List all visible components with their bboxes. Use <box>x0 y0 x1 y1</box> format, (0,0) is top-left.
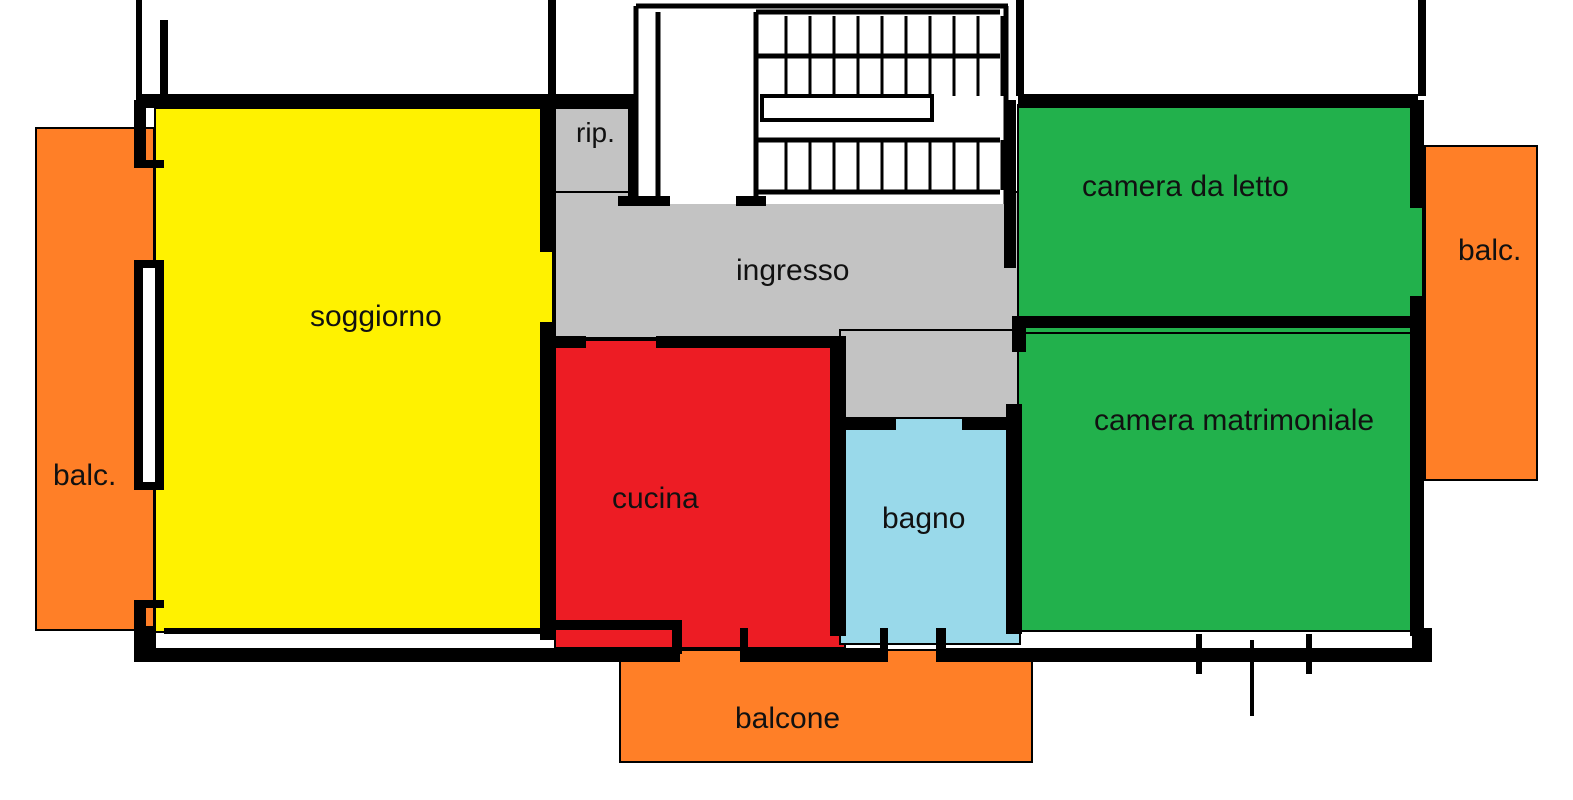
cucina-label: cucina <box>612 482 699 515</box>
soggiorno-area <box>154 107 554 633</box>
balcone-area <box>619 649 1033 763</box>
cucina-area <box>554 339 846 649</box>
camera-matrimoniale-label: camera matrimoniale <box>1094 404 1374 437</box>
balcone-label: balcone <box>735 702 840 735</box>
camera-letto-area <box>1017 104 1424 334</box>
camera-matrimoniale-area <box>1017 332 1417 632</box>
stairwell <box>633 3 1009 204</box>
rip-label: rip. <box>576 117 615 148</box>
bagno-label: bagno <box>882 502 965 535</box>
bagno-area <box>839 417 1021 645</box>
camera-letto-label: camera da letto <box>1082 170 1289 203</box>
balc-right-label: balc. <box>1458 234 1521 267</box>
ingresso-label: ingresso <box>736 254 849 287</box>
balc-left-label: balc. <box>53 459 116 492</box>
balcony-right-area <box>1424 145 1538 481</box>
soggiorno-label: soggiorno <box>310 300 442 333</box>
walls <box>134 0 1432 716</box>
ingresso-extension-area <box>839 329 1024 421</box>
ingresso-area <box>554 191 1024 339</box>
